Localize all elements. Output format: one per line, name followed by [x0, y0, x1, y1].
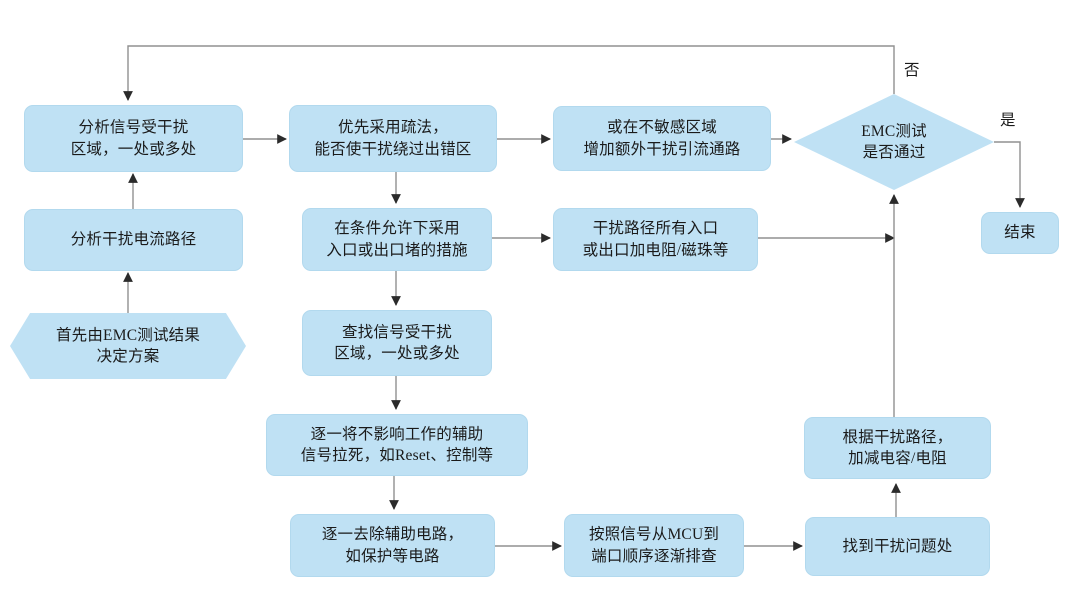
node-find-signal-interference-region[interactable]: 查找信号受干扰 区域，一处或多处 — [302, 310, 492, 376]
node-end[interactable]: 结束 — [981, 212, 1059, 254]
node-check-mcu-to-port-order[interactable]: 按照信号从MCU到 端口顺序逐渐排查 — [564, 514, 744, 577]
node-analyze-signal-interference-region[interactable]: 分析信号受干扰 区域，一处或多处 — [24, 105, 243, 172]
edge-label-yes: 是 — [1000, 112, 1016, 129]
node-analyze-interference-current-path[interactable]: 分析干扰电流路径 — [24, 209, 243, 271]
node-start-emc-result[interactable]: 首先由EMC测试结果 决定方案 — [10, 313, 246, 379]
node-entrance-exit-block-measure[interactable]: 在条件允许下采用 入口或出口堵的措施 — [302, 208, 492, 271]
edge-emc-test-yes-to-end — [994, 141, 1025, 208]
node-disable-auxiliary-signals[interactable]: 逐一将不影响工作的辅助 信号拉死，如Reset、控制等 — [266, 414, 528, 476]
edge-emc-test-no-feedback — [123, 45, 895, 101]
node-prefer-shunt-method[interactable]: 优先采用疏法， 能否使干扰绕过出错区 — [289, 105, 497, 172]
node-add-extra-interference-path[interactable]: 或在不敏感区域 增加额外干扰引流通路 — [553, 106, 771, 171]
edge-label-no: 否 — [904, 62, 920, 79]
node-remove-auxiliary-circuits[interactable]: 逐一去除辅助电路， 如保护等电路 — [290, 514, 495, 577]
node-adjust-capacitor-resistor[interactable]: 根据干扰路径， 加减电容/电阻 — [804, 417, 991, 479]
node-add-resistor-or-bead[interactable]: 干扰路径所有入口 或出口加电阻/磁珠等 — [553, 208, 758, 271]
node-found-interference-problem[interactable]: 找到干扰问题处 — [805, 517, 990, 576]
